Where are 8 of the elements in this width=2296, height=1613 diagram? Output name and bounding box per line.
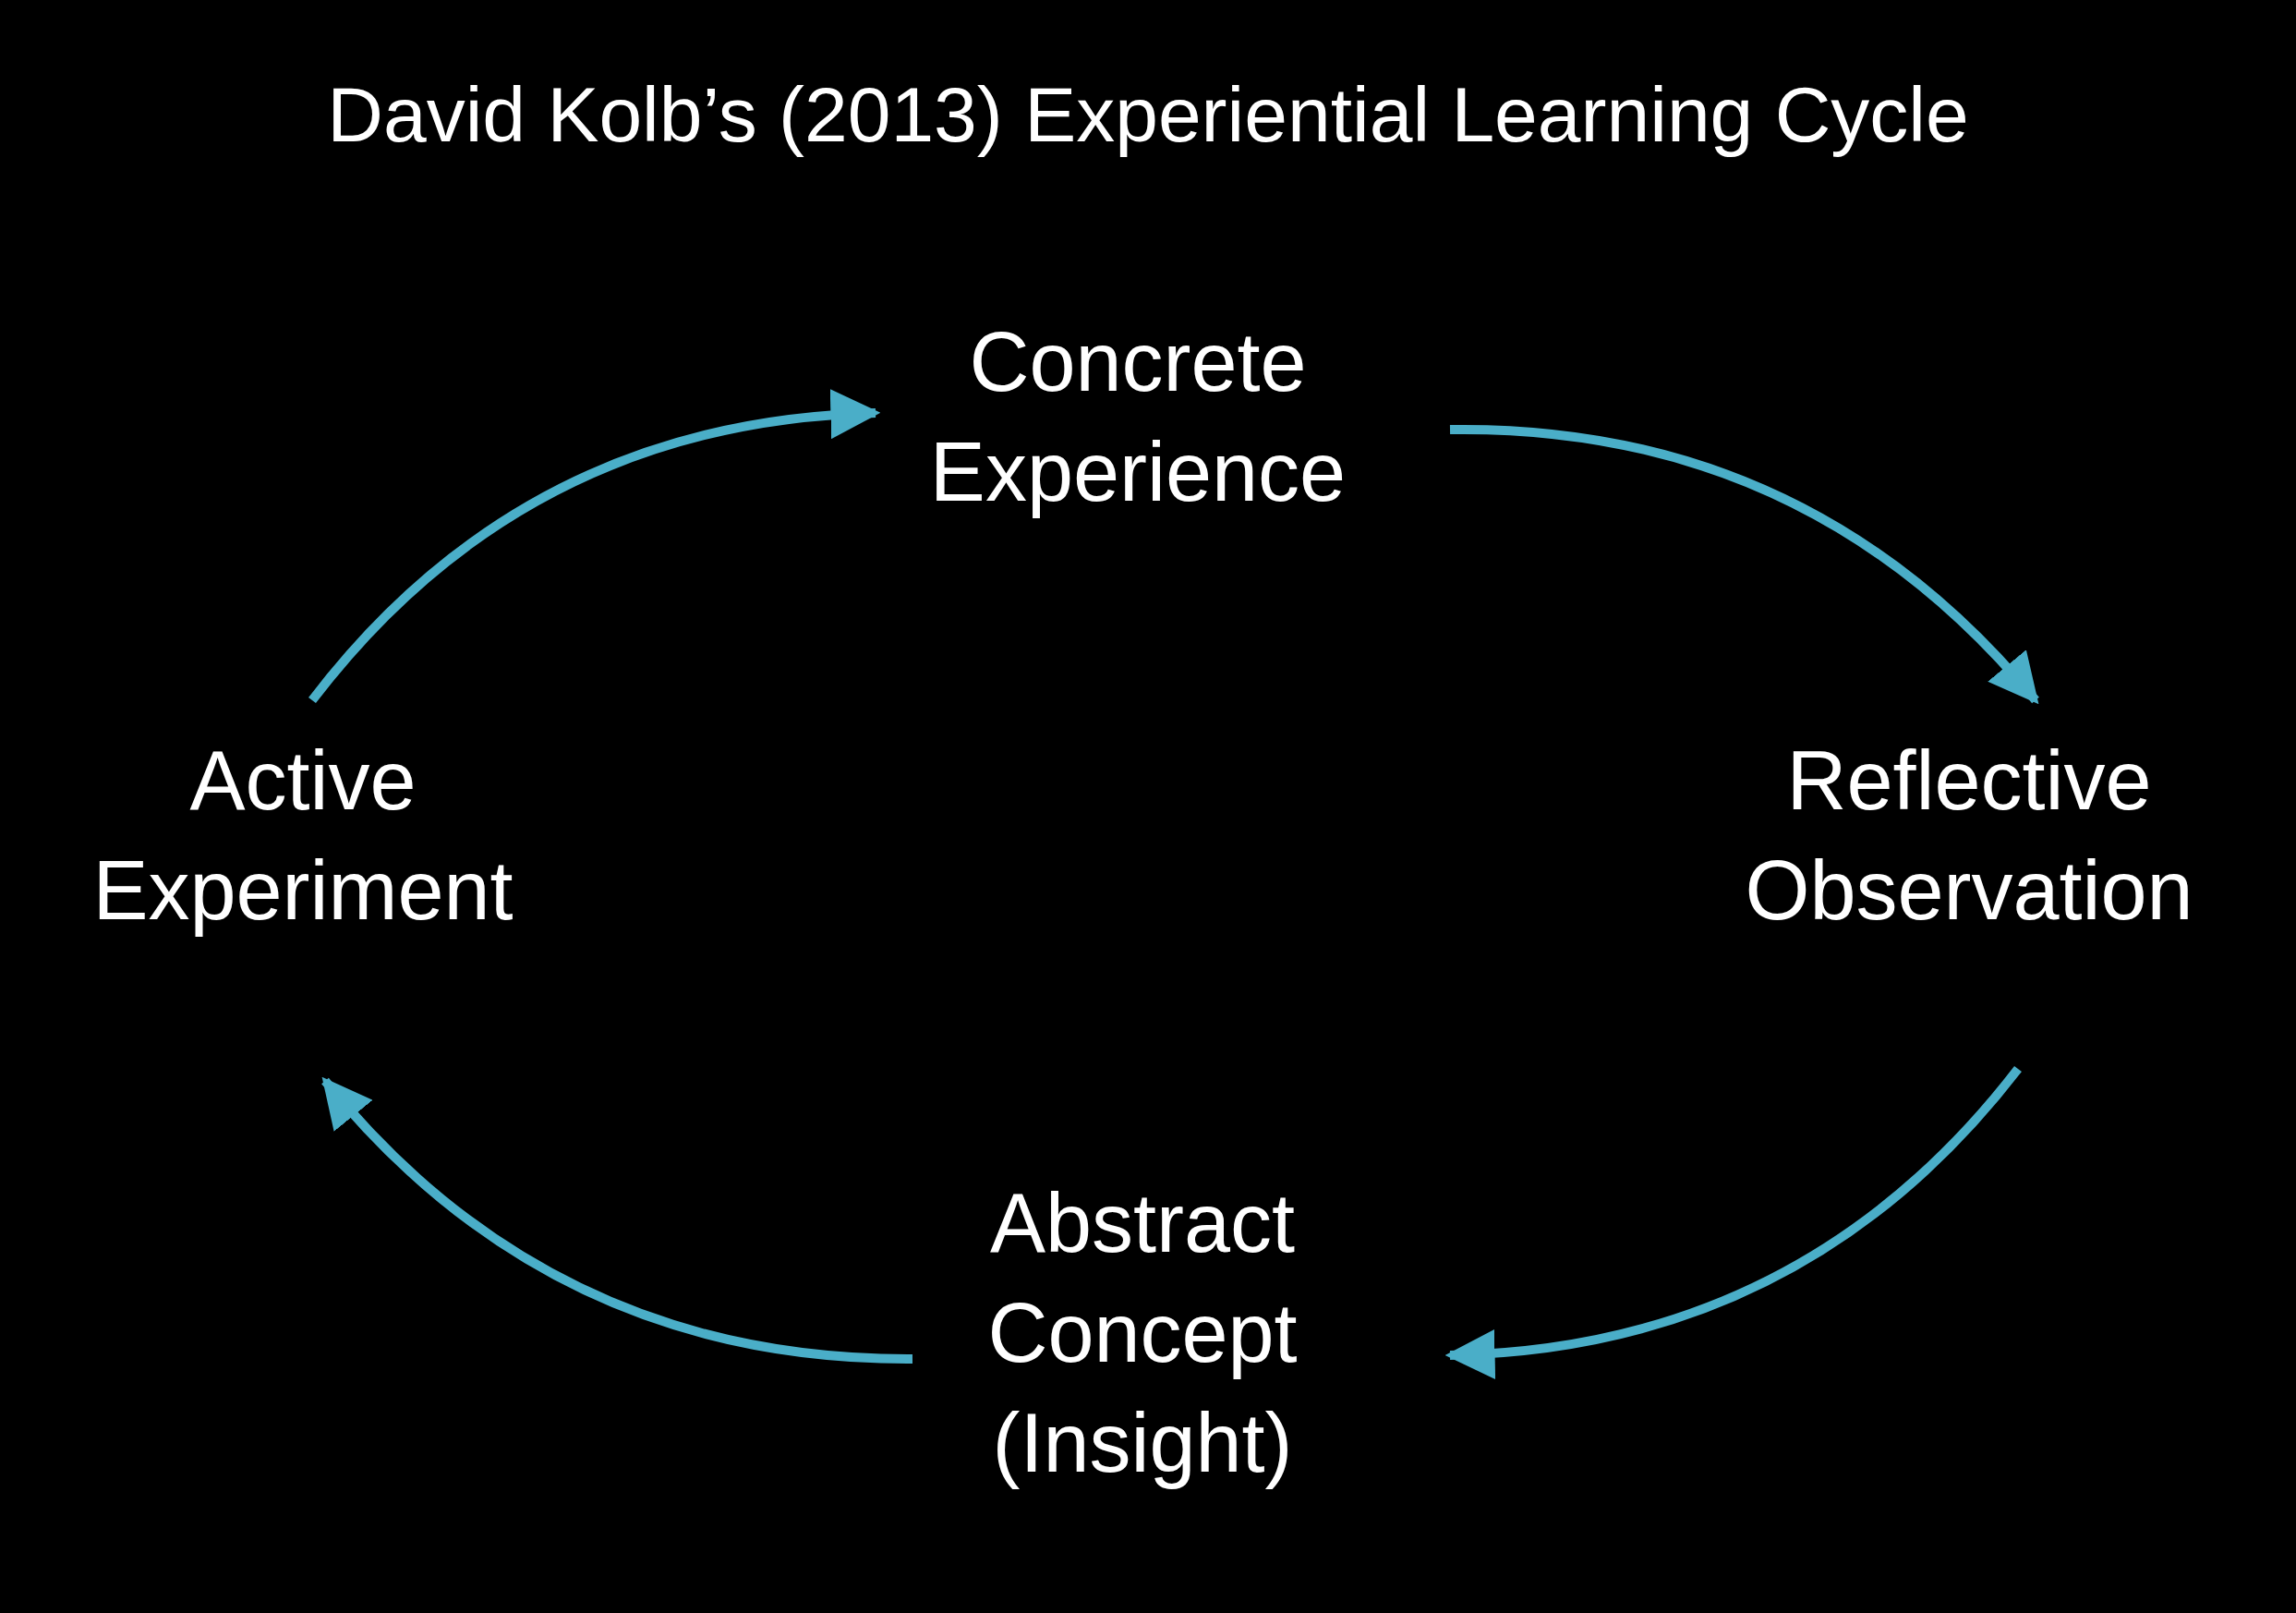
arrow (308, 390, 881, 704)
arrow (1444, 1065, 2022, 1378)
arrow (321, 1076, 913, 1364)
stage-label: Concrete Experience (929, 308, 1347, 528)
stage-label: Active Experiment (92, 726, 514, 946)
stage-label: Abstract Concept (Insight) (987, 1168, 1298, 1498)
stage-label: Reflective Observation (1745, 726, 2193, 946)
arrow (1449, 425, 2039, 705)
